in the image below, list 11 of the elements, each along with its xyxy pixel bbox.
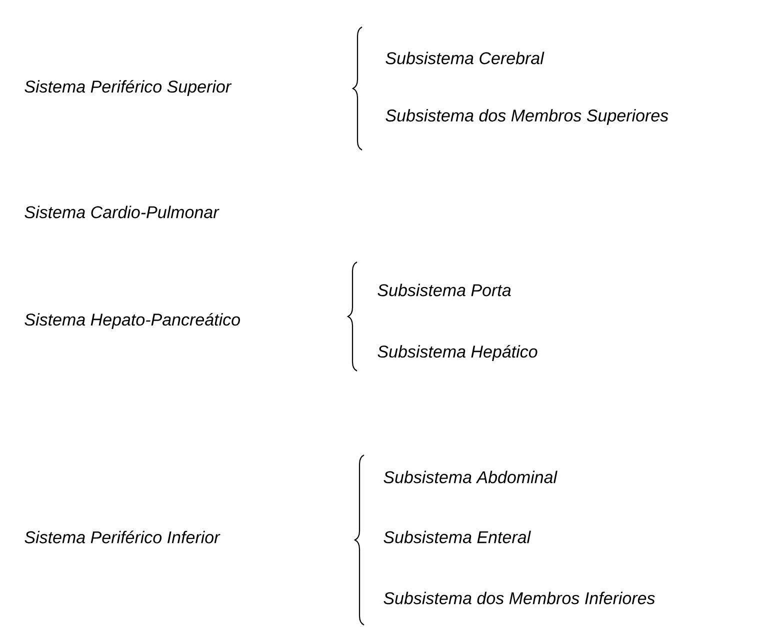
subsystem-label: Subsistema dos Membros Inferiores [384,592,655,604]
system-label: Sistema Periférico Inferior [24,530,220,544]
subsystem-label: Subsistema Porta [378,284,511,296]
subsystem-label: Subsistema Hepático [378,344,538,362]
system-label: Sistema Cardio-Pulmonar [24,206,220,218]
subsystem-label: Subsistema Cerebral [386,52,544,64]
system-label: Sistema Periférico Superior [24,80,232,96]
subsystem-label: Subsistema Enteral [384,530,531,544]
subsystem-label: Subsistema dos Membros Superiores [386,109,668,125]
system-label: Sistema Hepato-Pancreático [24,312,240,330]
subsystem-label: Subsistema Abdominal [384,470,558,484]
